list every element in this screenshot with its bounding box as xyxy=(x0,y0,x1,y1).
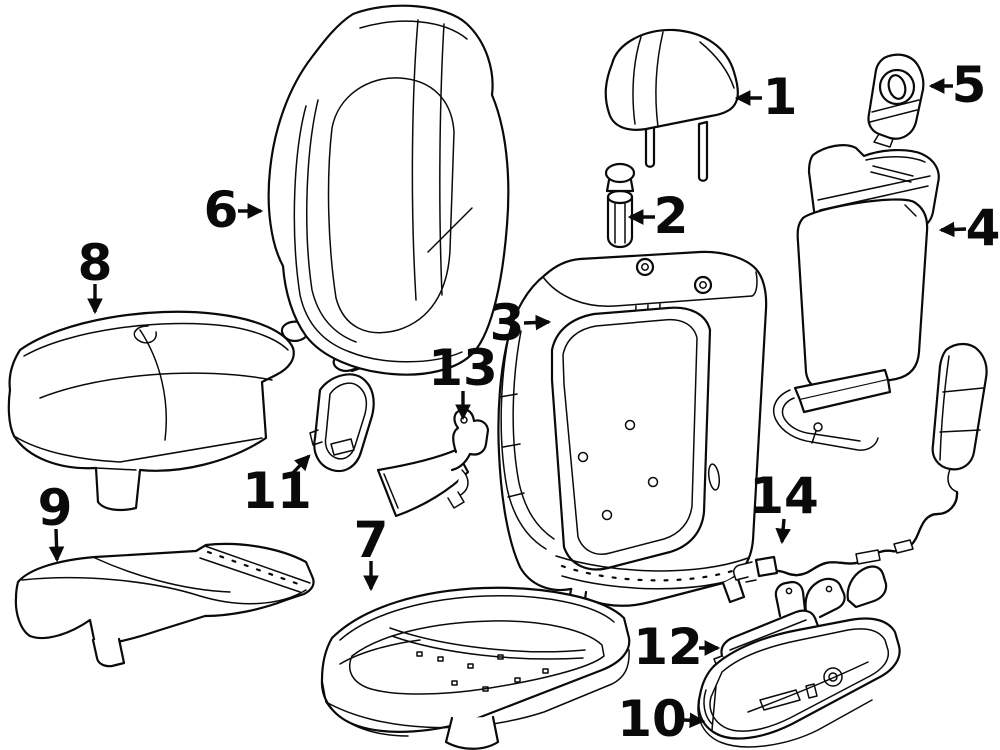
grommet-bracket-drawing xyxy=(867,53,925,148)
callout-3-arrow xyxy=(523,314,552,331)
callout-4-arrow xyxy=(938,221,967,238)
seat-back-frame-drawing xyxy=(497,250,768,615)
callout-8-number: 8 xyxy=(78,234,113,292)
seat-cushion-pad-drawing xyxy=(320,586,631,750)
callout-10-arrow xyxy=(683,712,706,729)
callout-3-number: 3 xyxy=(490,294,525,352)
seat-cushion-shield-drawing xyxy=(14,542,315,668)
callout-8: 8 xyxy=(78,234,113,315)
callout-2-number: 2 xyxy=(654,187,689,245)
callout-4-number: 4 xyxy=(966,199,1000,257)
headrest-guide-drawing xyxy=(604,162,636,249)
callout-7-number: 7 xyxy=(354,511,389,569)
callout-12-number: 12 xyxy=(633,618,703,676)
callout-10: 10 xyxy=(617,690,706,748)
callout-9-arrow xyxy=(48,528,65,563)
callout-11: 11 xyxy=(242,454,312,520)
headrest-drawing xyxy=(604,28,739,182)
wiring-harness-drawing xyxy=(733,342,988,583)
callout-13: 13 xyxy=(428,339,498,421)
callout-9: 9 xyxy=(38,479,73,563)
callout-4: 4 xyxy=(938,199,1000,257)
callout-3: 3 xyxy=(490,294,552,352)
callout-1-number: 1 xyxy=(763,68,798,126)
inner-side-trim-drawing xyxy=(309,373,375,473)
callout-7: 7 xyxy=(354,511,389,592)
seat-back-cover-drawing xyxy=(267,4,510,376)
callout-6: 6 xyxy=(204,181,264,239)
callout-9-number: 9 xyxy=(38,479,73,537)
callout-12: 12 xyxy=(633,618,721,676)
callout-6-number: 6 xyxy=(204,181,239,239)
callout-14-arrow xyxy=(775,518,791,545)
callout-1: 1 xyxy=(734,68,798,126)
callout-11-arrow xyxy=(287,454,311,479)
callout-13-number: 13 xyxy=(428,339,498,397)
outer-side-shield-drawing xyxy=(697,617,901,748)
callout-14: 14 xyxy=(749,467,819,545)
callout-10-number: 10 xyxy=(617,690,687,748)
callout-2: 2 xyxy=(627,187,689,245)
callout-14-number: 14 xyxy=(749,467,819,525)
mount-bracket-drawing xyxy=(376,408,490,518)
callout-5-number: 5 xyxy=(952,56,987,114)
seat-back-panel-drawing xyxy=(772,144,940,451)
callout-11-number: 11 xyxy=(242,462,312,520)
callout-5: 5 xyxy=(928,56,987,114)
seat-cushion-cover-drawing xyxy=(7,310,295,512)
